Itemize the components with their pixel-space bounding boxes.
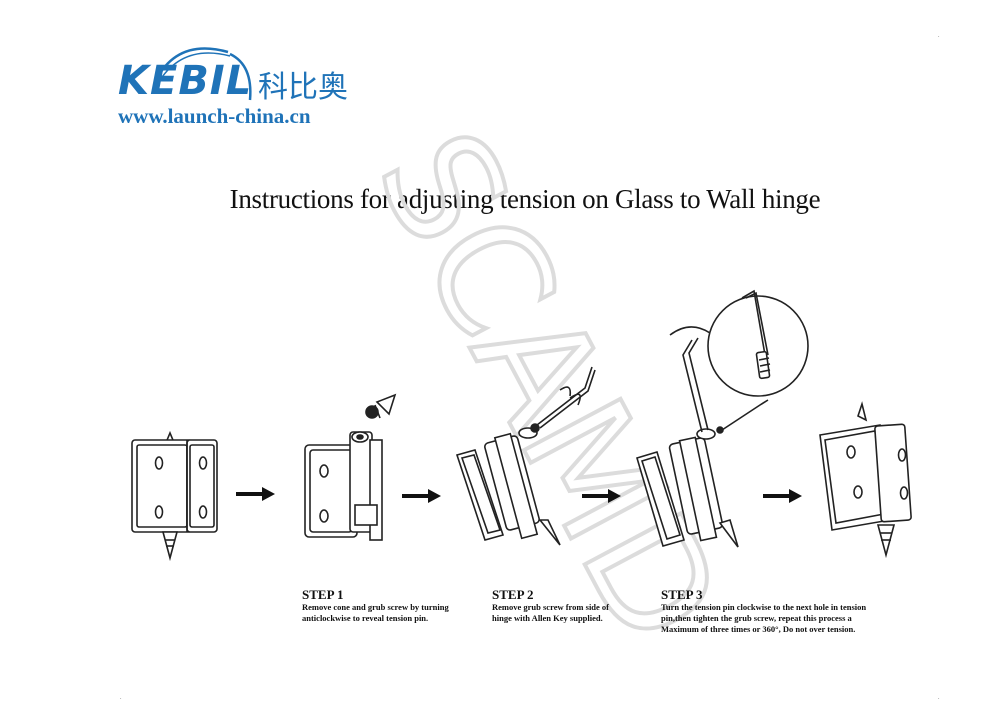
brand-logo: KEBIL 科比奥 www.launch-china.cn (118, 40, 358, 130)
step-1-line-1: Remove cone and grub screw by turning (302, 602, 449, 612)
step-2-heading: STEP 2 (492, 587, 534, 602)
logo-brand-chinese: 科比奥 (258, 70, 348, 105)
step-1: STEP 1 Remove cone and grub screw by tur… (302, 588, 492, 624)
hinge-open-cone-removed-icon (304, 393, 397, 541)
step-2-line-2: hinge with Allen Key supplied. (492, 613, 603, 623)
hinge-closed-icon (131, 430, 218, 562)
step-3: STEP 3 Turn the tension pin clockwise to… (661, 588, 921, 635)
step-1-line-2: anticlockwise to reveal tension pin. (302, 613, 429, 623)
corner-mark: . (120, 695, 122, 701)
step-3-line-1: Turn the tension pin clockwise to the ne… (661, 602, 867, 612)
logo-brand: KEBIL (118, 58, 253, 104)
step-3-line-3: Maximum of three times or 360°, Do not o… (661, 624, 856, 634)
step-3-line-2: pin,then tighten the grub screw, repeat … (661, 613, 852, 623)
step-2: STEP 2 Remove grub screw from side of hi… (492, 588, 662, 624)
page-title: Instructions for adjusting tension on Gl… (229, 184, 821, 214)
hinge-allen-key-icon (455, 366, 596, 546)
logo-url: www.launch-china.cn (118, 104, 311, 128)
logo-arc-icon (154, 47, 252, 101)
hinge-tension-pin-icon (636, 326, 769, 548)
corner-mark: . (938, 33, 940, 39)
arrow-1-icon (236, 487, 275, 501)
hinge-final-icon (819, 401, 912, 559)
arrow-3-icon (582, 489, 621, 503)
watermark: SCAMD (343, 105, 754, 670)
arrow-2-icon (402, 489, 441, 503)
arrow-4-icon (763, 489, 802, 503)
allen-key-zoom-icon (707, 289, 809, 397)
step-3-heading: STEP 3 (661, 587, 703, 602)
step-1-heading: STEP 1 (302, 587, 344, 602)
step-2-line-1: Remove grub screw from side of (492, 602, 610, 612)
corner-mark: . (938, 695, 940, 701)
